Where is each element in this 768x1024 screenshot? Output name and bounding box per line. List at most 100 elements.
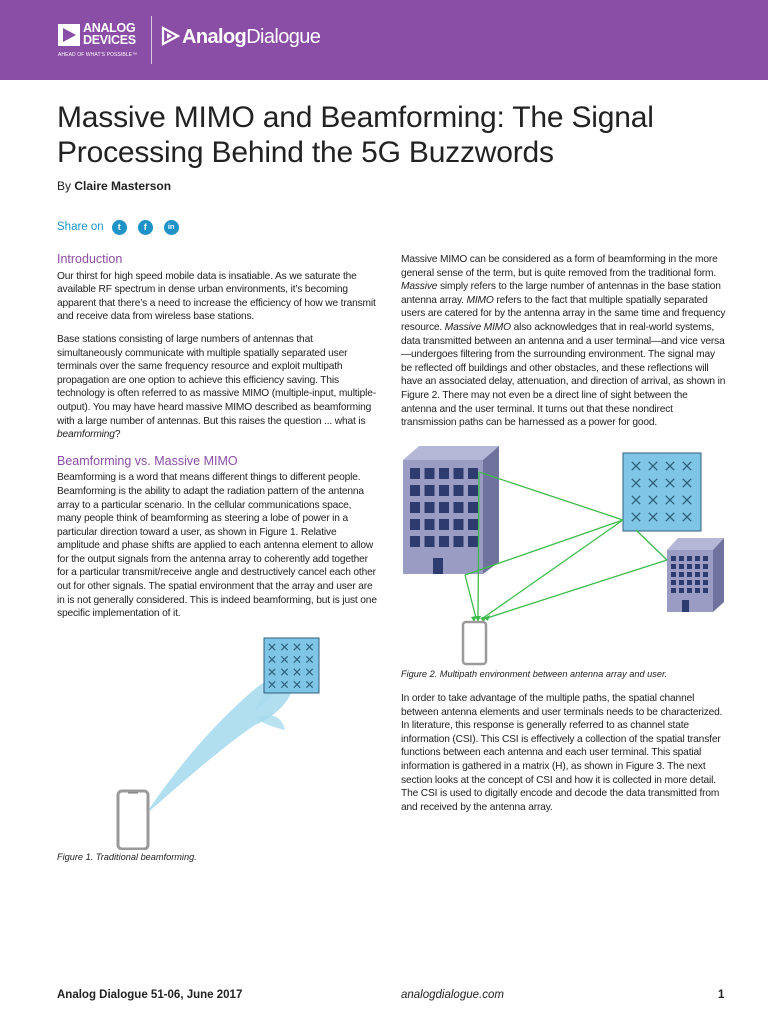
beam-side-lobe-2 [255,715,285,730]
antenna-element [305,643,314,651]
multipath-lines [464,471,668,619]
building-window [695,556,700,561]
building-window [468,502,478,513]
figure-1-caption: Figure 1. Traditional beamforming. [57,852,197,862]
building-window [468,485,478,496]
building-window [468,519,478,530]
building-window [695,588,700,593]
antenna-element [268,643,276,651]
footer-issue: Analog Dialogue 51-06, June 2017 [57,989,243,1001]
heading-beamforming-vs-massive-mimo: Beamforming vs. Massive MIMO [57,453,238,468]
building-window [424,502,435,513]
share-label: Share on [57,221,104,233]
phone-icon [461,620,488,666]
antenna-element [631,512,641,522]
building-window [679,564,684,569]
phone-icon [116,789,150,850]
linkedin-icon[interactable]: in [163,219,179,235]
facebook-icon[interactable]: f [137,219,153,235]
antenna-array-icon [263,637,320,694]
antenna-element [293,655,301,664]
heading-introduction: Introduction [57,252,123,266]
building-window [453,519,464,530]
large-building-icon [403,446,499,574]
building-window [410,468,420,479]
building-window [703,572,708,577]
antenna-element [305,668,314,676]
antenna-element [682,478,692,488]
building-window [671,588,676,593]
building-window [687,572,692,577]
antenna-element [682,461,692,471]
antenna-element [665,461,675,471]
building-window [424,536,435,547]
beam-lobe [145,676,293,815]
building-window [439,536,449,547]
building-window [424,485,435,496]
antenna-element [280,668,289,676]
small-building-icon [667,538,724,612]
building-window [453,468,464,479]
antenna-element [665,495,675,505]
building-window [695,572,700,577]
building-window [703,556,708,561]
building-window [439,502,449,513]
antenna-element [268,668,276,676]
building-window [410,485,420,496]
building-window [671,580,676,585]
antenna-element [305,655,314,664]
figure-1-traditional-beamforming [116,637,320,850]
csi-paragraph-1: In order to take advantage of the multip… [401,693,723,813]
building-window [695,564,700,569]
antenna-element [280,680,289,689]
building-window [695,580,700,585]
building-window [687,556,692,561]
antenna-element [665,512,675,522]
left-column: Introduction Our thirst for high speed m… [57,252,377,630]
building-window [410,536,420,547]
massive-mimo-paragraph-1: Massive MIMO can be considered as a form… [401,254,726,429]
building-window [679,572,684,577]
building-window [687,580,692,585]
antenna-element [631,461,641,471]
building-window [453,502,464,513]
antenna-element [280,643,289,651]
antenna-element [648,495,658,505]
antenna-element [648,478,658,488]
antenna-element [268,680,276,689]
building-window [671,556,676,561]
antenna-element [648,461,658,471]
article-title: Massive MIMO and Beamforming: The Signal… [57,101,654,169]
antenna-array-icon [622,452,702,532]
antenna-element [268,655,276,664]
building-window [703,564,708,569]
building-window [703,588,708,593]
share-bar: Share on t f in [57,218,190,236]
twitter-icon[interactable]: t [111,219,127,235]
antenna-element [293,668,301,676]
right-column-top: Massive MIMO can be considered as a form… [401,253,726,439]
byline-prefix: By [57,179,72,193]
building-window [687,564,692,569]
footer-site-link[interactable]: analogdialogue.com [401,989,504,1001]
analog-dialogue-icon [161,26,181,46]
building-window [679,588,684,593]
antenna-element [293,680,301,689]
building-window [679,556,684,561]
building-window [424,468,435,479]
logo-divider [151,16,152,64]
figure-2-caption: Figure 2. Multipath environment between … [401,669,668,679]
building-window [453,485,464,496]
author-name: Claire Masterson [74,179,172,193]
building-window [439,485,449,496]
footer-page-number: 1 [718,989,725,1001]
antenna-element [682,495,692,505]
building-window [410,519,420,530]
building-window [468,468,478,479]
building-window [439,468,449,479]
right-column-bottom: In order to take advantage of the multip… [401,692,726,823]
byline: By Claire Masterson [57,179,171,193]
